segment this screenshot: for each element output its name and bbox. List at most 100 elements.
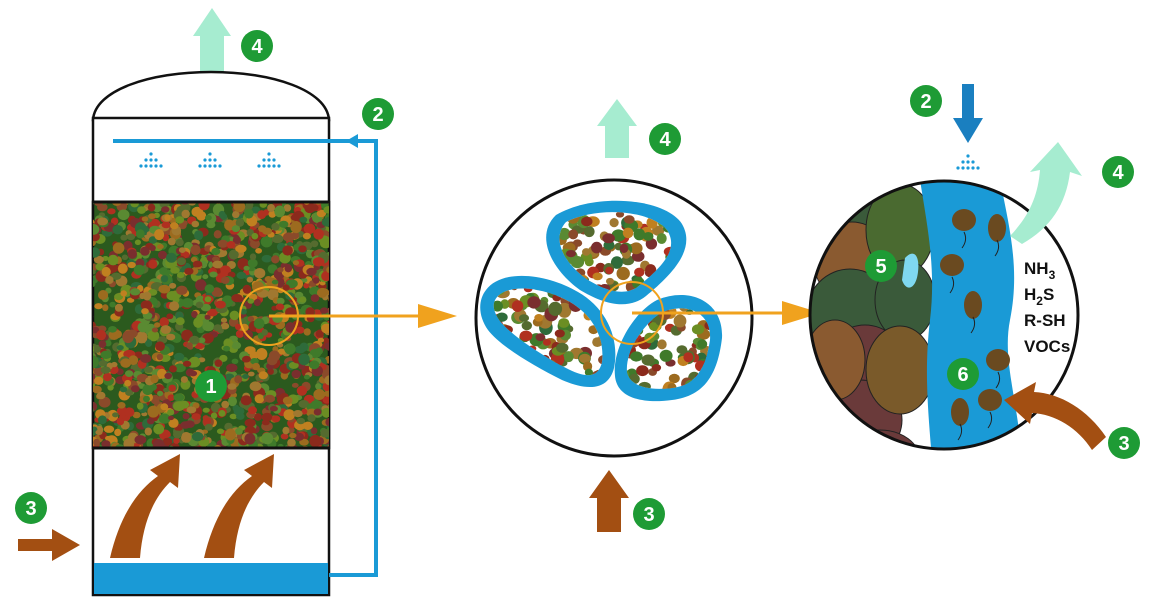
media-particle [558, 318, 570, 328]
media-particle [216, 428, 225, 435]
media-particle [148, 213, 156, 220]
gas-list: NH3 H2S R-SH VOCs [1024, 259, 1070, 356]
media-particle [105, 435, 112, 441]
media-particle [329, 261, 339, 269]
spray-droplet [257, 164, 261, 168]
media-particle [181, 298, 194, 308]
microbe-flagellum [970, 316, 976, 334]
media-particle [119, 386, 128, 393]
media-particle [84, 315, 93, 321]
media-particle [116, 345, 124, 351]
media-particle [161, 206, 170, 213]
media-particle [164, 372, 172, 380]
microbe-icon [951, 398, 969, 426]
media-particle [299, 438, 309, 446]
media-granule [839, 429, 921, 448]
media-particle [559, 227, 571, 241]
granule-closeup: 4 3 [474, 99, 754, 532]
microbe-icon [964, 291, 982, 319]
media-particle [248, 371, 255, 377]
media-particle [261, 329, 268, 336]
badge-6 [947, 358, 979, 390]
media-particle [205, 215, 212, 221]
media-particle [548, 301, 563, 316]
media-particle [213, 230, 222, 239]
media-particle [177, 272, 185, 279]
media-particle [291, 369, 301, 379]
media-particle [258, 225, 267, 233]
media-particle [584, 257, 594, 267]
spray-droplet [203, 164, 207, 168]
media-particle [290, 221, 302, 234]
badge-3-mid-label: 3 [643, 504, 654, 526]
media-particle [93, 224, 100, 235]
spray-droplet [149, 152, 153, 156]
badge-3-mid [633, 498, 665, 530]
media-particle [145, 339, 153, 347]
media-particle [313, 389, 326, 400]
badge-3-left-label: 3 [25, 498, 36, 520]
media-particle [107, 254, 119, 266]
spray-header-arrowhead [346, 134, 358, 148]
media-particle [298, 296, 307, 303]
media-particle [315, 383, 322, 390]
spray-droplet [262, 158, 266, 162]
badge-6-label: 6 [957, 364, 968, 386]
media-particle [609, 218, 619, 228]
media-particle [293, 410, 303, 418]
media-particle [268, 210, 277, 218]
media-particle [148, 236, 158, 244]
badge-2-left [362, 98, 394, 130]
media-particle [192, 402, 200, 409]
spray-droplet [976, 166, 980, 170]
badge-4-right [1102, 156, 1134, 188]
badge-3-left [15, 492, 47, 524]
spray-droplet [154, 164, 158, 168]
media-particle [261, 254, 273, 263]
media-particle [261, 432, 274, 445]
media-particle [169, 301, 180, 311]
media-particle [192, 260, 203, 268]
media-particle [218, 410, 226, 417]
media-particle [140, 300, 153, 310]
badge-2-right-label: 2 [920, 91, 931, 113]
exhaust-curved-arrow [1010, 142, 1082, 244]
media-particle [116, 417, 125, 426]
media-particle [120, 358, 132, 368]
media-particle [181, 432, 192, 443]
media-particle [271, 222, 280, 231]
media-particle [271, 255, 280, 264]
media-particle [123, 438, 135, 448]
media-particle [136, 402, 144, 410]
media-particle [298, 245, 307, 253]
media-particle [602, 233, 615, 244]
media-particle [315, 329, 324, 338]
media-particle [244, 418, 256, 428]
media-particle [96, 391, 106, 400]
badge-3-right [1108, 427, 1140, 459]
media-particle [584, 368, 594, 376]
spray-droplet [961, 160, 965, 164]
media-particle [277, 267, 284, 273]
spray-droplet [144, 158, 148, 162]
media-particle [253, 318, 265, 329]
media-particle [667, 383, 677, 389]
media-particle [169, 365, 177, 373]
media-particle [598, 354, 603, 365]
media-particle [142, 291, 152, 301]
media-particle [202, 407, 210, 413]
media-particle [303, 282, 310, 289]
gas-vocs: VOCs [1024, 337, 1070, 356]
spray-droplet [956, 166, 960, 170]
media-particle [224, 428, 236, 441]
media-particle [321, 217, 329, 227]
media-particle [303, 374, 310, 380]
media-particle [191, 431, 204, 442]
media-particle [535, 333, 546, 342]
media-particle [144, 366, 153, 373]
media-particle [86, 200, 93, 206]
media-particle [271, 279, 279, 285]
media-particle [229, 310, 240, 321]
media-particle [244, 208, 254, 219]
spray-droplet [154, 158, 158, 162]
